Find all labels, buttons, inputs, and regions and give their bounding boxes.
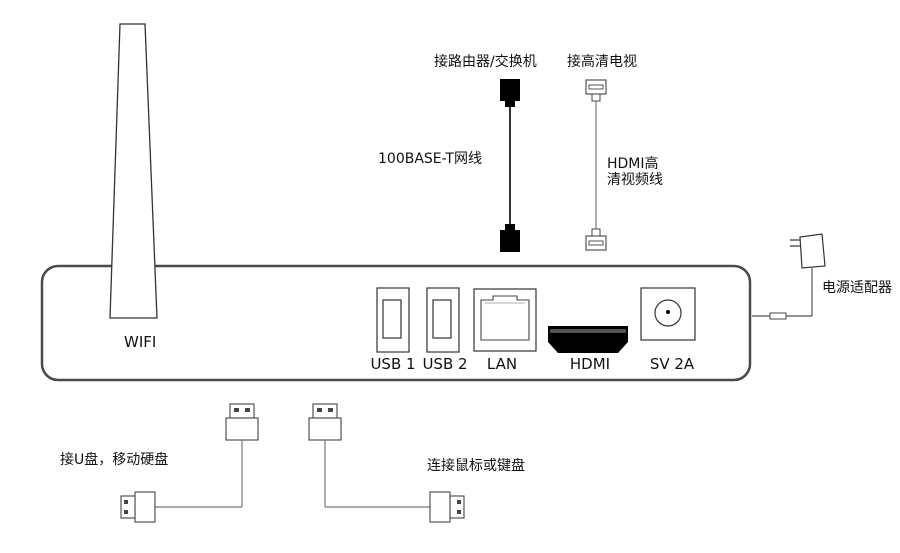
lan-label: LAN [486, 355, 518, 373]
usb1-port [376, 287, 410, 353]
hdmi-cable [585, 79, 607, 251]
hdmi-cable-label: HDMI高清视频线 [607, 156, 663, 188]
mouse-keyboard-label: 连接鼠标或键盘 [427, 458, 525, 474]
power-adapter [752, 233, 826, 320]
tv-label: 接高清电视 [567, 54, 637, 70]
power-adapter-label: 电源适配器 [822, 280, 892, 296]
lan-port [473, 288, 537, 352]
usb-disk-cable [120, 403, 259, 523]
usb2-label: USB 2 [422, 355, 468, 373]
power-port [640, 287, 696, 341]
usb2-port [426, 287, 460, 353]
ethernet-cable [500, 79, 520, 252]
mouse-keyboard-cable [308, 403, 465, 523]
router-label: 接路由器/交换机 [434, 54, 537, 70]
usb-disk-label: 接U盘，移动硬盘 [60, 452, 169, 468]
antenna [109, 23, 158, 319]
hdmi-label: HDMI [569, 355, 611, 373]
hdmi-port [548, 326, 628, 353]
wifi-label: WIFI [124, 333, 157, 351]
power-port-label: SV 2A [649, 355, 695, 373]
usb1-label: USB 1 [370, 355, 416, 373]
ethernet-cable-label: 100BASE-T网线 [378, 151, 482, 167]
